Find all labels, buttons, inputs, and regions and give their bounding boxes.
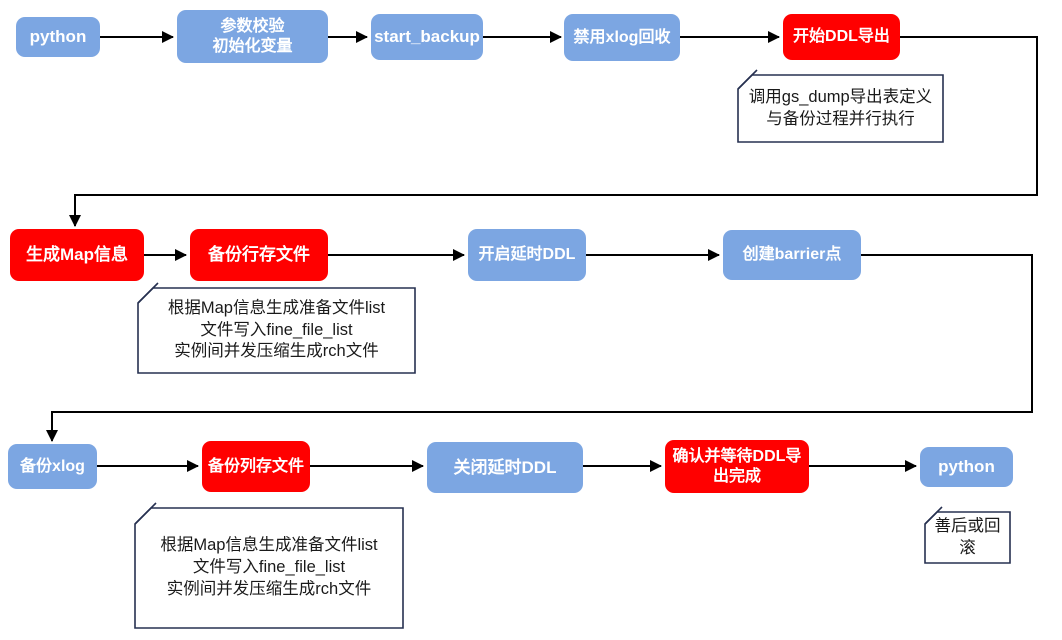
node-start-ddl-export: 开始DDL导出 bbox=[783, 14, 900, 60]
connector-row1-to-row2 bbox=[69, 36, 1038, 227]
node-enable-delay-ddl: 开启延时DDL bbox=[468, 229, 586, 281]
connector-row2-to-row3 bbox=[46, 254, 1033, 442]
node-start-backup: start_backup bbox=[371, 14, 483, 60]
node-gen-map: 生成Map信息 bbox=[10, 229, 144, 281]
note-cleanup: 善后或回滚 bbox=[934, 516, 1001, 557]
node-backup-row-files: 备份行存文件 bbox=[190, 229, 328, 281]
node-param-init: 参数校验 初始化变量 bbox=[177, 10, 328, 63]
node-backup-col-files: 备份列存文件 bbox=[202, 441, 310, 492]
note-row-backup: 根据Map信息生成准备文件list 文件写入fine_file_list 实例间… bbox=[167, 298, 386, 361]
node-create-barrier: 创建barrier点 bbox=[723, 230, 861, 280]
note-shape-ddl-export bbox=[737, 69, 944, 143]
node-python-start: python bbox=[16, 17, 100, 57]
note-shape-row-backup bbox=[137, 282, 416, 374]
node-disable-xlog: 禁用xlog回收 bbox=[564, 14, 680, 61]
node-backup-xlog: 备份xlog bbox=[8, 444, 97, 489]
node-confirm-ddl-export: 确认并等待DDL导出完成 bbox=[665, 440, 809, 493]
note-col-backup: 根据Map信息生成准备文件list 文件写入fine_file_list 实例间… bbox=[160, 536, 378, 598]
node-python-end: python bbox=[920, 447, 1013, 487]
note-shape-cleanup bbox=[924, 506, 1011, 564]
note-ddl-export: 调用gs_dump导出表定义 与备份过程并行执行 bbox=[748, 87, 933, 128]
note-shape-col-backup bbox=[134, 502, 404, 629]
node-close-delay-ddl: 关闭延时DDL bbox=[427, 442, 583, 493]
